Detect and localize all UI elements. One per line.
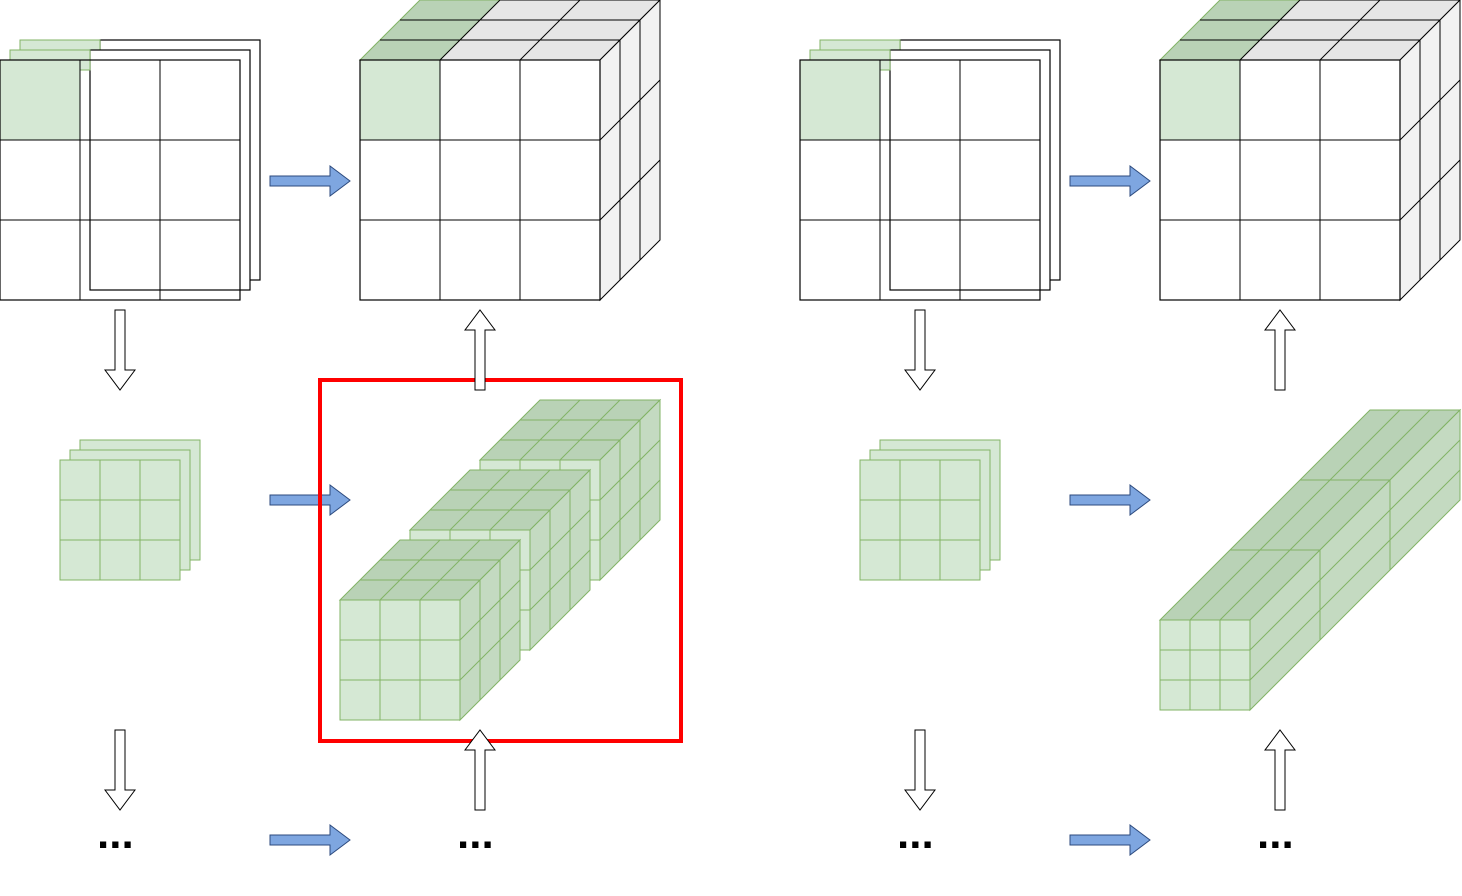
right-arrow-bottom-right xyxy=(1069,824,1151,856)
input-feature-map-stack-right xyxy=(799,39,1061,301)
down-arrow-lower-right xyxy=(904,729,936,811)
output-cube xyxy=(358,0,661,302)
panel-left xyxy=(0,0,683,856)
panel-right xyxy=(799,0,1462,856)
kernel-cubes xyxy=(338,398,662,722)
right-arrow-middle xyxy=(269,484,351,516)
up-arrow-lower xyxy=(464,729,496,811)
right-arrow-top-right xyxy=(1069,165,1151,197)
ellipsis-left-input: ... xyxy=(97,809,134,858)
up-arrow-upper-right xyxy=(1264,309,1296,391)
right-arrow-bottom xyxy=(269,824,351,856)
ellipsis-right-output: ... xyxy=(1257,809,1294,858)
kernel-stack xyxy=(59,439,201,581)
down-arrow-upper xyxy=(104,309,136,391)
kernel-front xyxy=(59,459,181,581)
output-cell-highlighted xyxy=(359,59,441,141)
kernel-front-right xyxy=(859,459,981,581)
kernel-cube-front xyxy=(338,538,522,722)
down-arrow-lower xyxy=(104,729,136,811)
ellipsis-right-input: ... xyxy=(897,809,934,858)
kernel-stack-right xyxy=(859,439,1001,581)
kernel-rod xyxy=(1158,408,1462,712)
input-feature-map-stack xyxy=(0,39,261,301)
right-arrow-top xyxy=(269,165,351,197)
input-cell-highlighted xyxy=(0,59,81,141)
up-arrow-lower-right xyxy=(1264,729,1296,811)
input-feature-map-front xyxy=(0,59,241,301)
output-cube-right xyxy=(1158,0,1461,302)
up-arrow-upper xyxy=(464,309,496,391)
highlight-box xyxy=(318,378,683,743)
input-feature-map-front-right xyxy=(799,59,1041,301)
down-arrow-upper-right xyxy=(904,309,936,391)
right-arrow-middle-right xyxy=(1069,484,1151,516)
ellipsis-left-output: ... xyxy=(457,809,494,858)
